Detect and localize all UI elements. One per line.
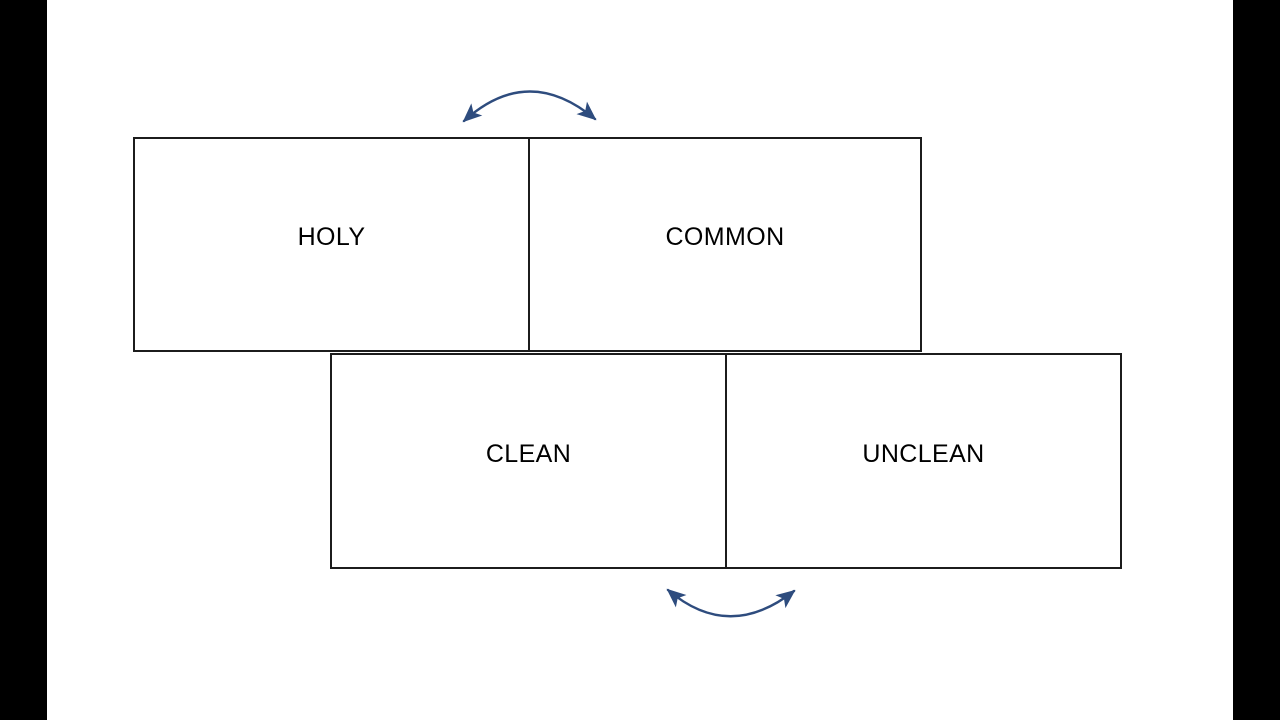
cell-common-label: COMMON <box>665 223 785 251</box>
cell-holy-label: HOLY <box>297 223 366 251</box>
cell-clean[interactable]: CLEAN <box>332 355 725 567</box>
cell-unclean[interactable]: UNCLEAN <box>725 355 1120 567</box>
clean-unclean-arrow <box>666 588 796 618</box>
lower-group-box: CLEAN UNCLEAN <box>330 353 1122 569</box>
cell-unclean-label: UNCLEAN <box>862 439 985 468</box>
cell-clean-label: CLEAN <box>485 439 572 468</box>
cell-holy[interactable]: HOLY <box>135 139 528 350</box>
letterbox-bar-left <box>0 0 47 720</box>
letterbox-bar-right <box>1233 0 1280 720</box>
holy-common-arrow <box>462 90 597 123</box>
upper-group-box: HOLY COMMON <box>133 137 922 352</box>
diagram-area: HOLY COMMON CLEAN UNCLEAN <box>47 0 1233 720</box>
cell-common[interactable]: COMMON <box>528 139 920 350</box>
